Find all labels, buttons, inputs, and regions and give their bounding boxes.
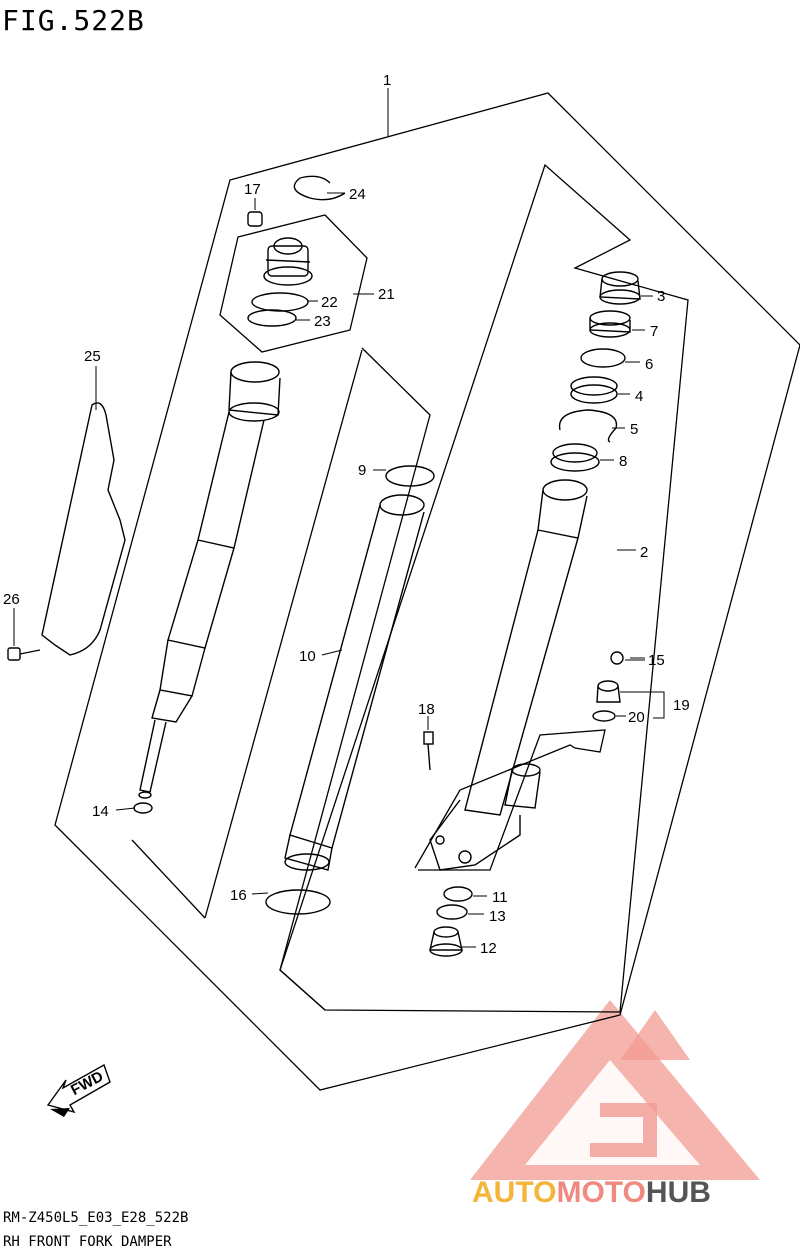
callout-3: 3 — [657, 288, 665, 305]
outline-axle-bracket — [414, 729, 606, 871]
callout-10: 10 — [299, 648, 316, 665]
ring-9 — [385, 465, 435, 487]
callout-6: 6 — [645, 356, 653, 373]
callout-8: 8 — [619, 453, 627, 470]
callout-11: 11 — [492, 889, 508, 906]
watermark-part-1: AUTO — [472, 1176, 556, 1209]
callout-25: 25 — [84, 348, 101, 365]
valve-19 — [596, 680, 621, 703]
cap-bolt-21 — [263, 237, 313, 286]
callout-15: 15 — [648, 652, 665, 669]
figure-title: FIG.522B — [2, 4, 145, 37]
callout-5: 5 — [630, 421, 638, 438]
bushing-3 — [599, 271, 641, 305]
washer-6 — [580, 348, 626, 368]
watermark-logo — [470, 1000, 760, 1180]
o-ring-20 — [592, 710, 616, 722]
assembly-outline-2 — [279, 163, 689, 1013]
callout-1: 1 — [383, 72, 391, 89]
callout-24: 24 — [349, 186, 366, 203]
callout-16: 16 — [230, 887, 247, 904]
callout-13: 13 — [489, 908, 506, 925]
callout-26: 26 — [3, 591, 20, 608]
oil-seal-4 — [570, 376, 618, 404]
callout-18: 18 — [418, 701, 435, 718]
callout-2: 2 — [640, 544, 648, 561]
bolt-18 — [423, 731, 434, 771]
o-ring-14 — [133, 802, 153, 814]
dust-seal-8 — [550, 443, 600, 472]
callout-4: 4 — [635, 388, 643, 405]
inner-tube-10 — [284, 494, 425, 871]
callout-7: 7 — [650, 323, 658, 340]
callout-14: 14 — [92, 803, 109, 820]
footer-model-line: RM-Z450L5_E03_E28_522B — [3, 1210, 189, 1226]
o-ring-23 — [247, 309, 297, 327]
callout-19: 19 — [673, 697, 690, 714]
watermark-text: AUTOMOTOHUB — [472, 1176, 711, 1209]
assembly-outline-1 — [54, 92, 800, 1091]
fwd-arrow-icon: FWD — [46, 1063, 111, 1117]
bushing-7 — [589, 310, 631, 338]
callout-20: 20 — [628, 709, 645, 726]
ring-16 — [265, 889, 331, 915]
footer-assembly-name: RH FRONT FORK DAMPER — [3, 1234, 172, 1250]
watermark-part-3: HUB — [646, 1176, 711, 1209]
bolt-26 — [7, 647, 41, 661]
damper-cartridge — [138, 361, 281, 799]
watermark-part-2: MOTO — [556, 1176, 645, 1209]
o-ring-13 — [436, 904, 468, 920]
nut-15 — [610, 651, 624, 665]
outline-cap-21 — [219, 214, 368, 353]
fork-guard-25 — [41, 402, 126, 656]
stopper-ring-5 — [558, 409, 618, 443]
snap-ring-24 — [293, 175, 346, 201]
outer-tube-2 — [429, 479, 588, 871]
callout-23: 23 — [314, 313, 331, 330]
outline-damper-left — [131, 839, 206, 919]
outline-tube-10 — [279, 347, 431, 1011]
callout-21: 21 — [378, 286, 395, 303]
callout-9: 9 — [358, 462, 366, 479]
plug-17 — [247, 211, 263, 227]
outline-damper-rod — [204, 349, 363, 919]
callout-22: 22 — [321, 294, 338, 311]
callout-17: 17 — [244, 181, 261, 198]
o-ring-22 — [251, 292, 309, 312]
center-bolt-12 — [429, 926, 463, 957]
callout-12: 12 — [480, 940, 497, 957]
washer-11 — [443, 886, 473, 902]
